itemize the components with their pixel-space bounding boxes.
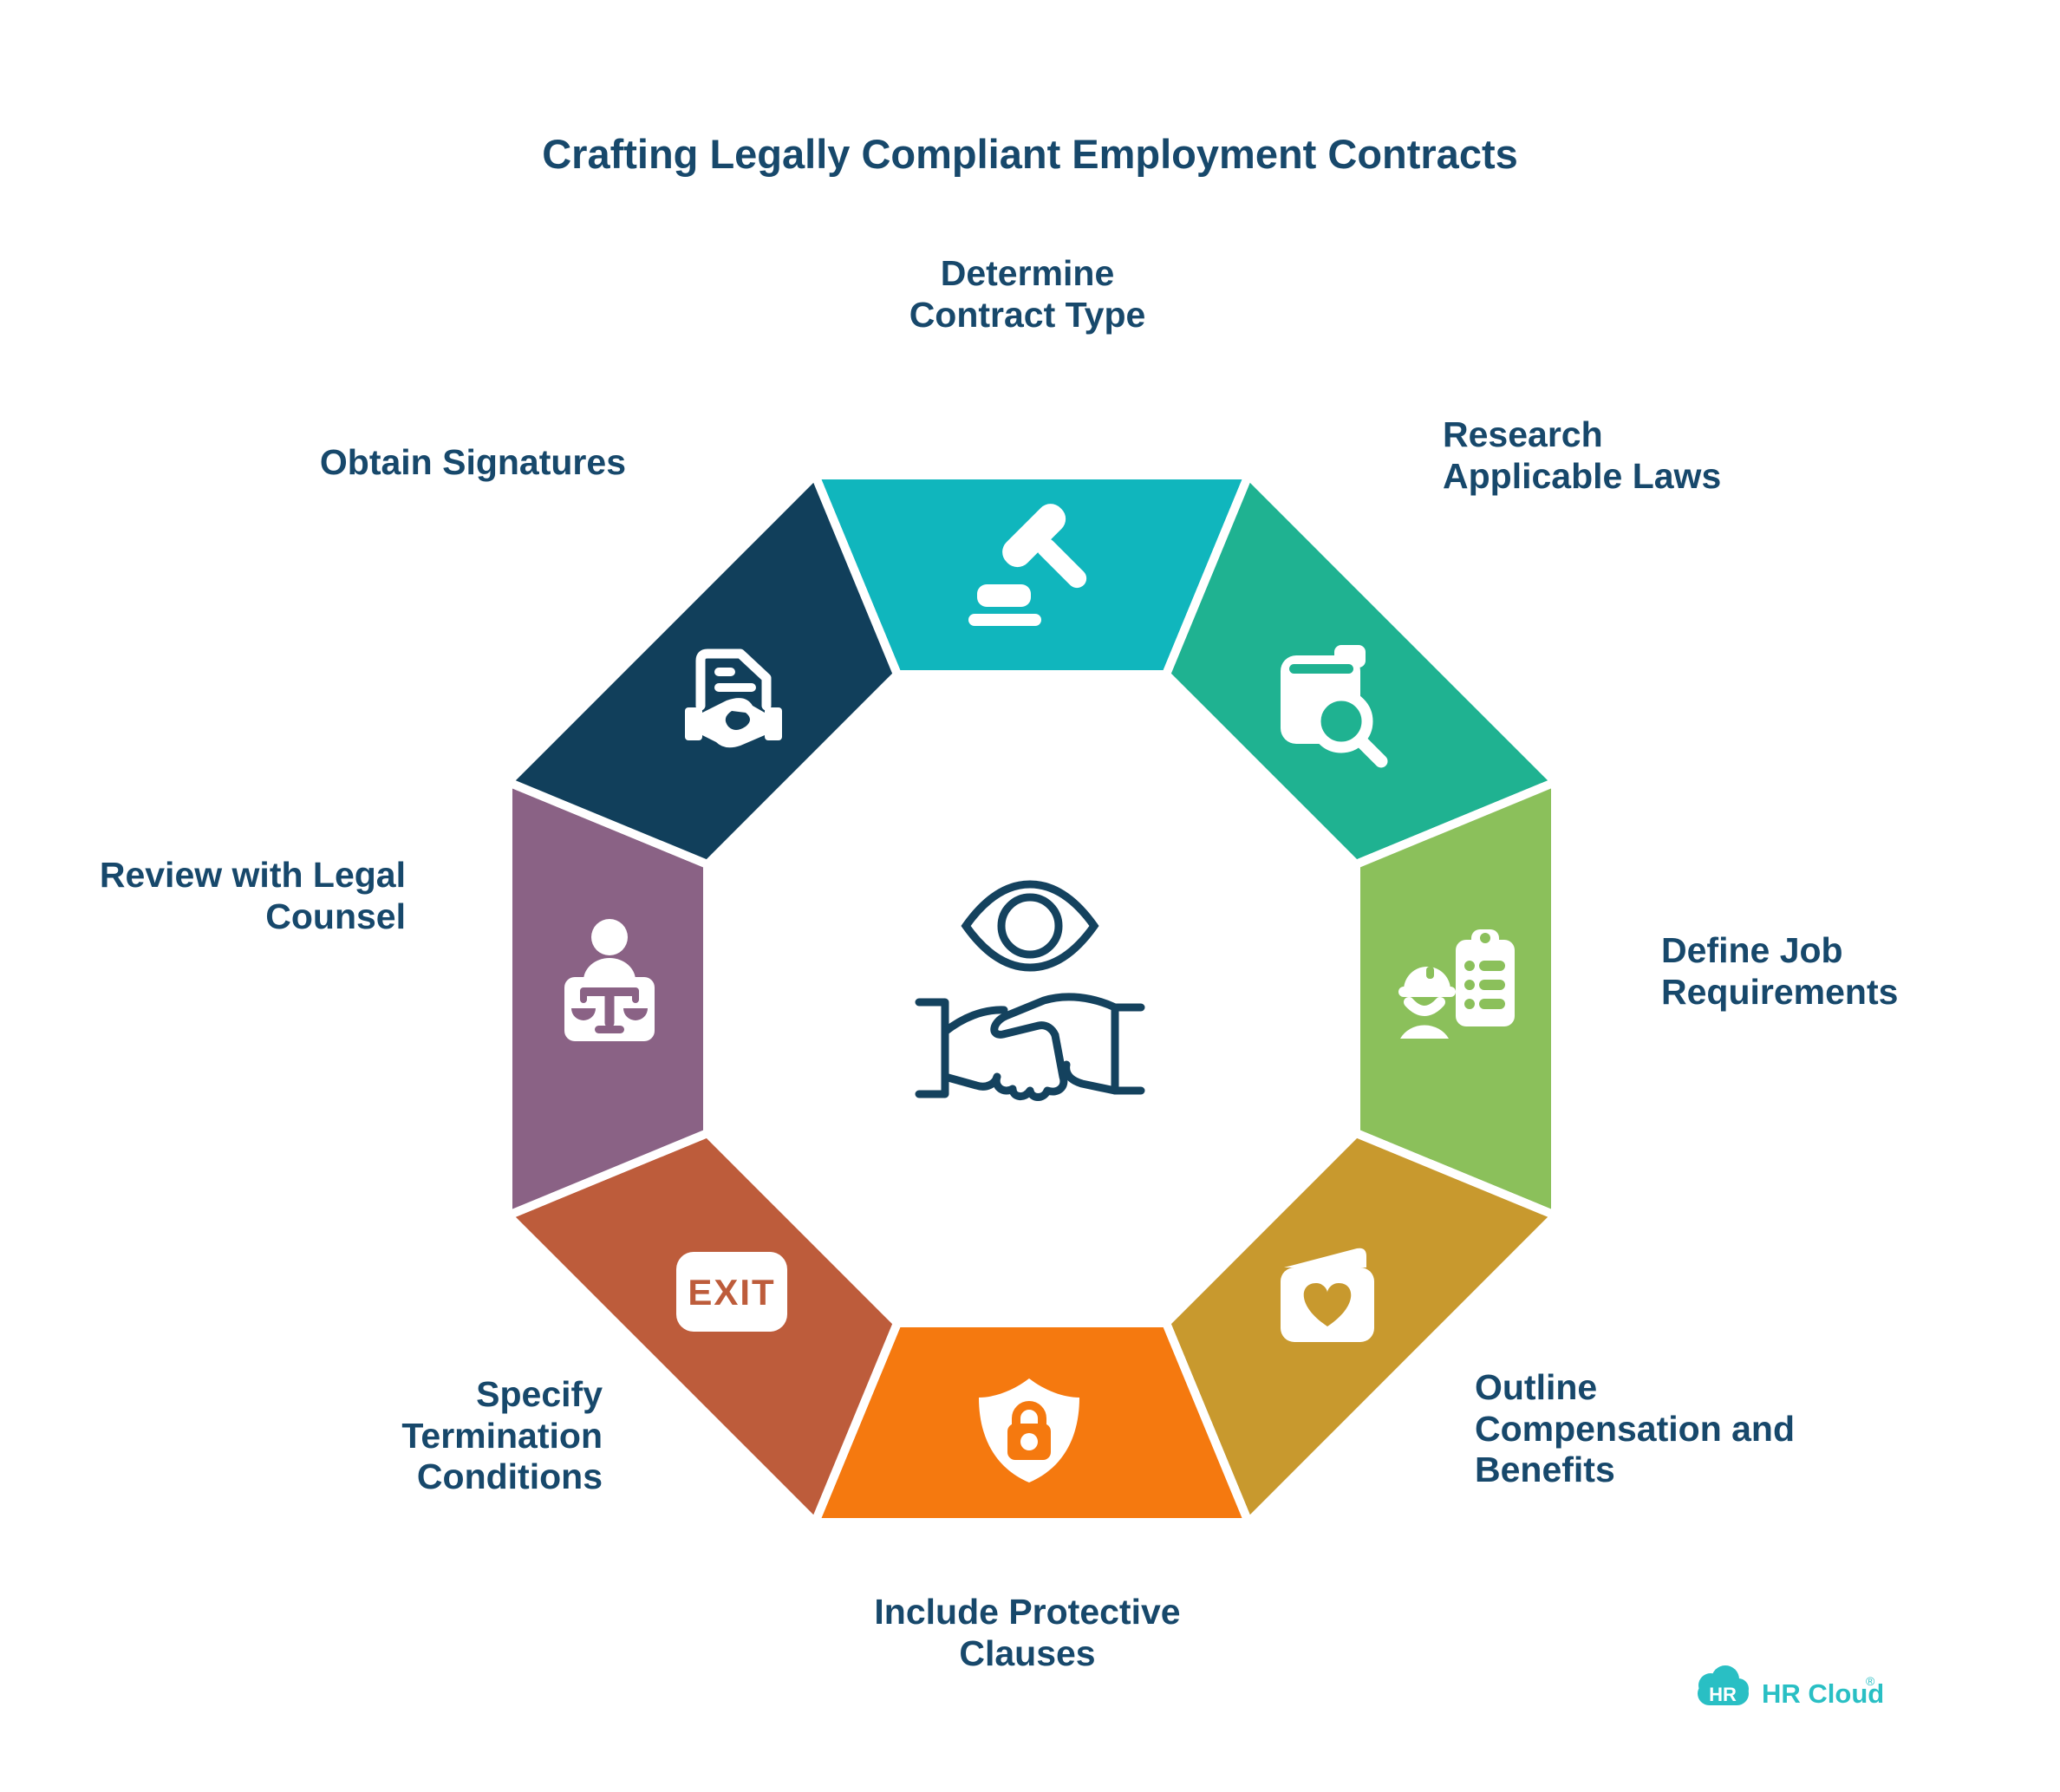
label-specify-termination-conditions: Specify Termination Conditions	[401, 1374, 603, 1497]
legal-counsel-scales-icon	[564, 919, 655, 1041]
exit-sign-icon: EXIT	[676, 1252, 787, 1332]
label-research-applicable-laws: Research Applicable Laws	[1443, 414, 1722, 496]
label-review-with-legal-counsel: Review with Legal Counsel	[99, 855, 406, 936]
page-title: Crafting Legally Compliant Employment Co…	[542, 131, 1518, 177]
label-outline-compensation-and-benefits: Outline Compensation and Benefits	[1475, 1367, 1796, 1490]
worker-clipboard-icon	[1398, 929, 1515, 1039]
label-determine-contract-type: Determine Contract Type	[909, 253, 1146, 335]
signed-document-handshake-icon	[685, 648, 782, 748]
eye-icon	[961, 880, 1099, 972]
hr-cloud-icon	[1698, 1665, 1749, 1705]
hr-cloud-icon-text: HR	[1709, 1684, 1737, 1705]
gavel-icon	[968, 504, 1087, 626]
label-include-protective-clauses: Include Protective Clauses	[874, 1592, 1181, 1673]
benefits-wallet-heart-icon	[1281, 1248, 1374, 1342]
shield-lock-icon	[979, 1378, 1079, 1482]
exit-sign-text: EXIT	[688, 1272, 775, 1313]
brand-logo: HR HR Cloud ®	[1698, 1665, 1884, 1709]
handshake-icon	[915, 993, 1145, 1101]
law-book-search-icon	[1281, 645, 1388, 768]
brand-registered-mark: ®	[1866, 1674, 1875, 1688]
label-define-job-requirements: Define Job Requirements	[1661, 930, 1899, 1012]
brand-wordmark: HR Cloud	[1762, 1678, 1884, 1709]
label-obtain-signatures: Obtain Signatures	[319, 442, 626, 482]
